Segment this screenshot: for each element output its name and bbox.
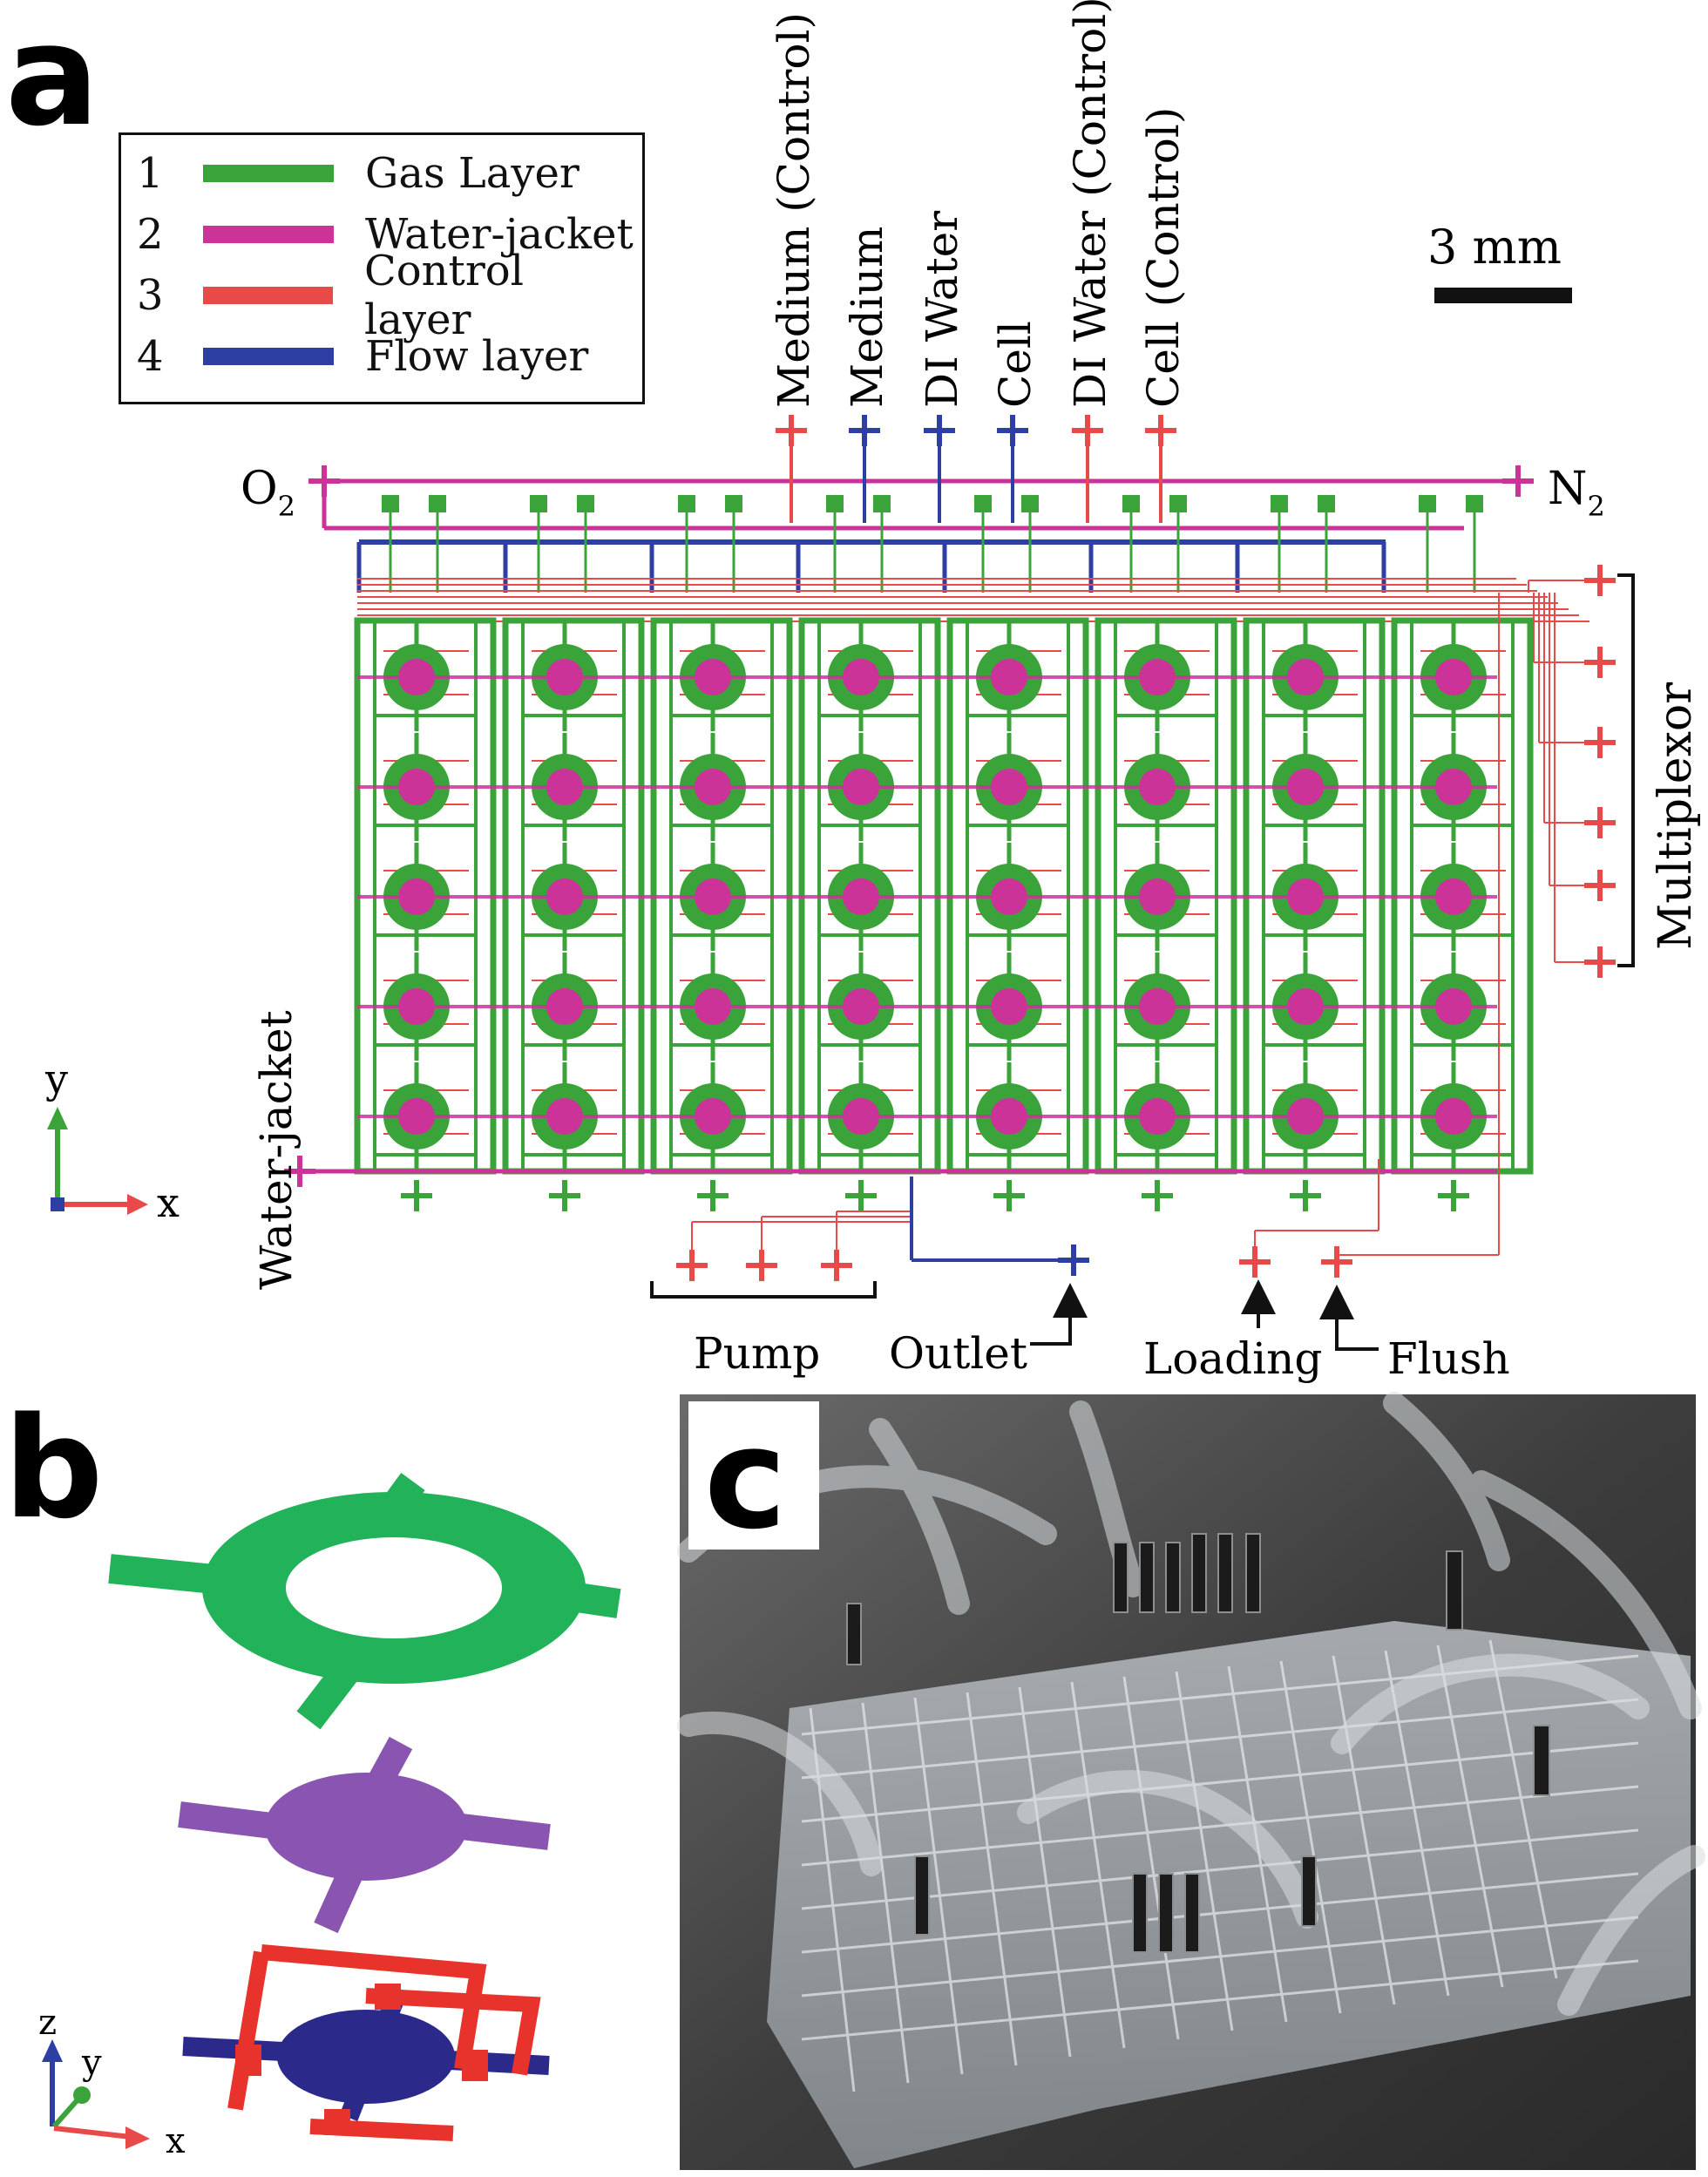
axes-b: z y x <box>38 2003 186 2161</box>
outlet-arrow <box>1030 1283 1088 1346</box>
axes-a: y x <box>44 1055 180 1226</box>
n2-outlet-label: N2 <box>1548 463 1605 523</box>
multiplexor-bracket <box>1617 573 1635 967</box>
panel-label-a: a <box>5 0 99 157</box>
outlet-label: Outlet <box>889 1328 1027 1379</box>
gas-layer-ring <box>108 1472 621 1730</box>
scale-bar <box>1434 288 1572 303</box>
photo-chip-line <box>801 1785 1639 1867</box>
pump-label: Pump <box>694 1328 820 1379</box>
axis-a-x-label: x <box>157 1179 180 1226</box>
photo-chip-line <box>801 1741 1639 1823</box>
photo-chip-line <box>861 1702 910 2084</box>
legend-item-number: 1 <box>137 149 164 198</box>
photo-chip-line <box>1070 1681 1126 2049</box>
port-label-cell: Cell <box>990 321 1040 408</box>
panel-c-photo <box>677 1392 1705 2170</box>
gas-via <box>826 495 844 512</box>
gas-via <box>1169 495 1187 512</box>
legend-item-label: Water-jacket <box>365 210 634 259</box>
gas-via <box>530 495 547 512</box>
gas-via <box>1122 495 1140 512</box>
legend-item-control-layer: 3 Control layer <box>137 247 642 344</box>
gas-via <box>429 495 446 512</box>
photo-chip-line <box>1175 1671 1234 2031</box>
multiplexor-label: Multiplexor <box>1650 682 1702 950</box>
legend-swatch-flow <box>203 348 334 365</box>
legend-item-label: Gas Layer <box>365 149 580 198</box>
gas-via <box>382 495 399 512</box>
photo-chip-line <box>1122 1676 1180 2040</box>
gas-via <box>725 495 742 512</box>
port-label-di-water: DI Water <box>917 211 967 408</box>
legend-item-number: 4 <box>137 332 164 381</box>
gas-via <box>1318 495 1335 512</box>
gas-via <box>974 495 992 512</box>
gas-via <box>678 495 695 512</box>
photo-chip-line <box>1332 1655 1396 2005</box>
legend-item-water-jacket: 2 Water-jacket <box>137 208 634 261</box>
axis-a-y-label: y <box>44 1055 68 1102</box>
photo-chip-line <box>801 1872 1639 1954</box>
loading-label: Loading <box>1143 1333 1322 1384</box>
port-label-di-water-control: DI Water (Control) <box>1065 0 1115 408</box>
port-label-medium: Medium <box>842 227 892 408</box>
legend-item-number: 3 <box>137 271 164 320</box>
axis-b-x-label: x <box>166 2121 186 2161</box>
legend-swatch-control <box>202 287 333 304</box>
port-label-medium-control: Medium (Control) <box>769 12 819 408</box>
panel-b-layers: z y x <box>38 1472 621 2161</box>
gas-via <box>1021 495 1039 512</box>
flow-control-chamber <box>182 1944 550 2141</box>
chip-diagram <box>284 415 1616 1281</box>
gas-via <box>1466 495 1483 512</box>
gas-via <box>1419 495 1436 512</box>
legend-item-label: Flow layer <box>365 332 589 381</box>
legend-swatch-gas <box>203 165 334 182</box>
scale-bar-label: 3 mm <box>1427 220 1562 275</box>
o2-inlet-label: O2 <box>241 463 295 523</box>
pump-bracket <box>650 1281 877 1299</box>
photo-chip-line <box>913 1697 964 2075</box>
gas-via <box>873 495 891 512</box>
photo-chip-line <box>801 1959 1639 2041</box>
photo-chip-line <box>801 1698 1639 1780</box>
port-label-cell-control: Cell (Control) <box>1138 107 1189 408</box>
legend-swatch-water <box>203 226 334 243</box>
panel-label-c: c <box>704 1397 787 1560</box>
water-jacket-label: Water-jacket <box>251 1010 302 1290</box>
top-port-labels: Medium (Control) Medium DI Water Cell DI… <box>769 0 1189 408</box>
photo-chip-line <box>1279 1660 1342 2014</box>
water-jacket-disc <box>178 1736 551 1934</box>
panel-label-b: b <box>3 1387 104 1550</box>
axis-b-z-label: z <box>38 2003 57 2043</box>
photo-chip-line <box>966 1692 1018 2066</box>
flush-label: Flush <box>1387 1333 1510 1384</box>
photo-chip-line <box>801 1828 1639 1910</box>
legend-item-gas-layer: 1 Gas Layer <box>137 147 580 200</box>
legend-item-label: Control layer <box>363 247 525 344</box>
gas-via <box>1271 495 1288 512</box>
legend-item-flow-layer: 4 Flow layer <box>137 330 588 383</box>
flush-arrow <box>1319 1285 1379 1351</box>
photo-chip-line <box>801 1916 1639 1997</box>
legend-item-number: 2 <box>137 210 164 259</box>
photo-chip-line <box>1018 1686 1072 2058</box>
gas-via <box>577 495 594 512</box>
photo-chip-line <box>1488 1639 1558 1979</box>
legend: 1 Gas Layer 2 Water-jacket 3 Control lay… <box>119 132 645 404</box>
axis-b-y-label: y <box>81 2043 102 2083</box>
